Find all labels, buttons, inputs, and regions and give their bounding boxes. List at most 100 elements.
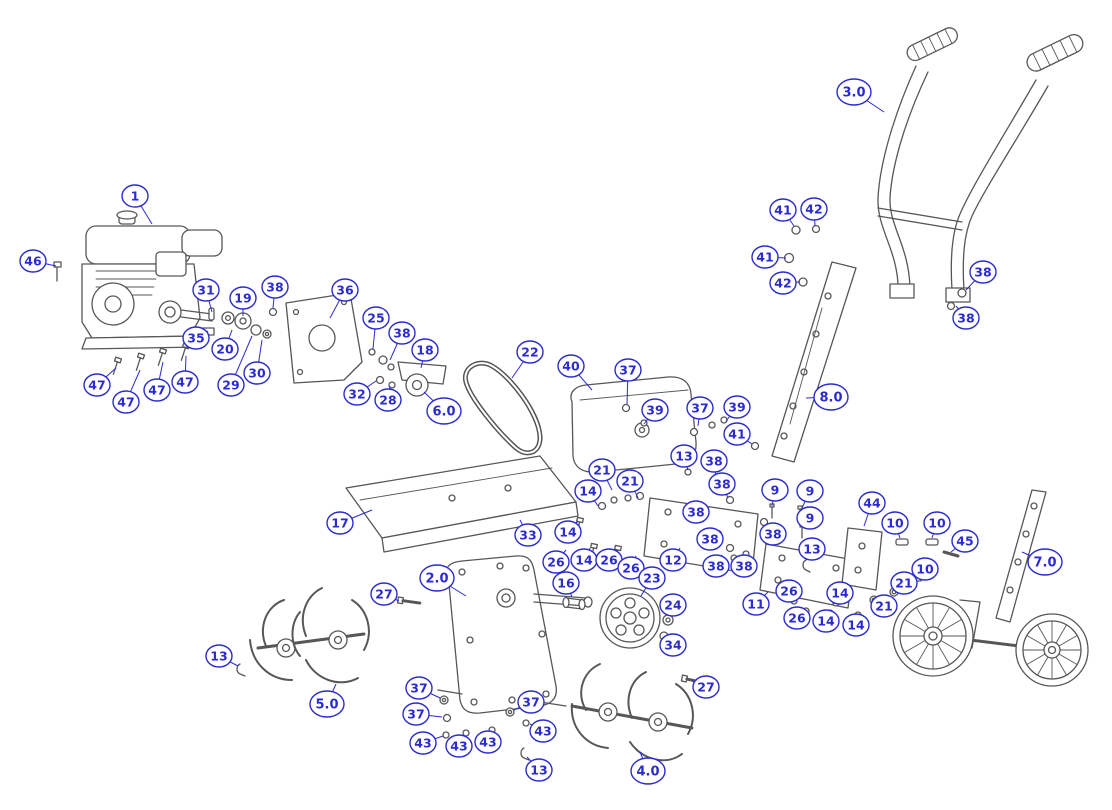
callout-balloon	[331, 278, 359, 302]
callout-label: 17	[331, 515, 348, 530]
callout-label: 21	[895, 575, 912, 590]
callout-balloon	[686, 396, 714, 420]
callout-label: 39	[646, 402, 663, 417]
callout-23: 23	[638, 566, 666, 590]
callout-balloon	[890, 571, 918, 595]
callout-balloon	[326, 511, 354, 535]
callout-balloon	[614, 358, 642, 382]
callout-label: 47	[148, 382, 165, 397]
callout-balloon	[800, 197, 828, 221]
callout-1: 1	[121, 184, 149, 208]
callout-43: 43	[445, 734, 473, 758]
callout-12: 12	[659, 548, 687, 572]
callout-38: 38	[702, 554, 730, 578]
callout-6.0: 6.0	[426, 397, 462, 425]
callout-balloon	[630, 757, 666, 785]
callout-balloon	[798, 537, 826, 561]
callout-label: 26	[622, 560, 640, 575]
callout-10: 10	[923, 511, 951, 535]
callout-label: 4.0	[636, 764, 659, 779]
callout-balloon	[870, 594, 898, 618]
callout-balloon	[659, 593, 687, 617]
handlebar-drawing	[877, 27, 1084, 311]
callout-37: 37	[405, 676, 433, 700]
callout-38: 38	[682, 500, 710, 524]
callout-label: 38	[687, 504, 704, 519]
right-tine-drawing	[520, 663, 694, 762]
callout-41: 41	[751, 245, 779, 269]
callout-43: 43	[529, 719, 557, 743]
callout-balloon	[552, 571, 580, 595]
callout-balloon	[616, 469, 644, 493]
callout-balloon	[370, 582, 398, 606]
callout-balloon	[205, 644, 233, 668]
callout-balloon	[182, 326, 210, 350]
callout-34: 34	[659, 633, 687, 657]
callout-label: 5.0	[315, 697, 338, 712]
callout-balloon	[574, 479, 602, 503]
callout-label: 12	[664, 552, 681, 567]
callout-balloon	[796, 506, 824, 530]
callout-label: 38	[393, 325, 410, 340]
callout-label: 42	[805, 201, 822, 216]
callout-42: 42	[769, 271, 797, 295]
callout-37: 37	[686, 396, 714, 420]
callout-13: 13	[525, 758, 553, 782]
callout-balloon	[229, 286, 257, 310]
callout-37: 37	[614, 358, 642, 382]
callout-label: 35	[187, 330, 204, 345]
callout-label: 14	[559, 524, 577, 539]
callout-label: 26	[547, 554, 565, 569]
callout-31: 31	[192, 278, 220, 302]
callout-38: 38	[759, 522, 787, 546]
callout-27: 27	[370, 582, 398, 606]
callout-label: 43	[534, 723, 551, 738]
callout-label: 10	[916, 561, 934, 576]
callout-balloon	[708, 472, 736, 496]
callout-13: 13	[670, 444, 698, 468]
callout-20: 20	[211, 337, 239, 361]
callout-balloon	[775, 579, 803, 603]
wheel-assembly-drawing	[869, 489, 1089, 687]
callout-38: 38	[261, 275, 289, 299]
callout-18: 18	[411, 338, 439, 362]
idler-assembly-drawing	[368, 348, 447, 397]
callout-balloon	[723, 422, 751, 446]
callout-38: 38	[708, 472, 736, 496]
callout-balloon	[83, 373, 111, 397]
callout-balloon	[419, 564, 455, 592]
callout-balloon	[696, 527, 724, 551]
callout-4.0: 4.0	[630, 757, 666, 785]
callout-balloon	[836, 78, 872, 106]
callout-balloon	[362, 306, 390, 330]
callout-balloon	[192, 278, 220, 302]
callout-balloon	[670, 444, 698, 468]
callout-14: 14	[570, 548, 598, 572]
callout-label: 1	[131, 188, 140, 203]
callout-label: 14	[575, 552, 593, 567]
callout-label: 26	[780, 583, 798, 598]
callout-label: 43	[479, 734, 496, 749]
callout-balloon	[730, 554, 758, 578]
callout-19: 19	[229, 286, 257, 310]
callout-balloon	[121, 184, 149, 208]
callout-38: 38	[700, 449, 728, 473]
callout-43: 43	[474, 730, 502, 754]
callout-label: 23	[643, 570, 660, 585]
callout-41: 41	[723, 422, 751, 446]
callout-label: 9	[806, 510, 815, 525]
callout-label: 13	[803, 541, 820, 556]
callout-label: 14	[847, 617, 865, 632]
callout-label: 16	[557, 575, 575, 590]
callout-label: 46	[24, 253, 42, 268]
callout-balloon	[525, 758, 553, 782]
callout-30: 30	[243, 361, 271, 385]
callout-balloon	[217, 373, 245, 397]
spacer-drawing	[562, 596, 586, 611]
callout-47: 47	[112, 390, 140, 414]
callout-label: 22	[521, 344, 538, 359]
callout-balloon	[243, 361, 271, 385]
v-belt-drawing	[462, 360, 543, 456]
